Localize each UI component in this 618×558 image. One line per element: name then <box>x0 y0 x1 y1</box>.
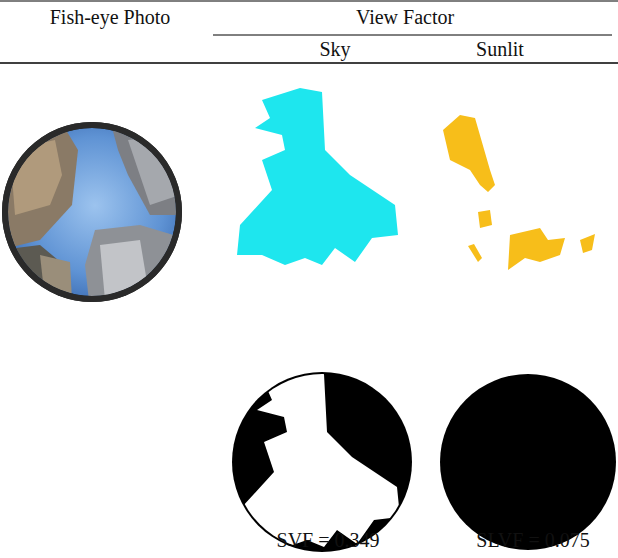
value-label: SLVF = 0.075 <box>476 529 589 551</box>
header-rule <box>0 62 618 64</box>
sunlit-mask <box>435 374 616 550</box>
group-header: View Factor <box>356 6 454 28</box>
sunlit-area <box>443 115 595 270</box>
sky-mask <box>232 370 412 552</box>
column-header: Sunlit <box>476 38 524 60</box>
column-header: Sky <box>319 38 350 60</box>
sky-area <box>237 88 398 265</box>
value-label: SVF = 0.349 <box>277 529 380 551</box>
header-rule <box>0 1 618 2</box>
column-header: Fish-eye Photo <box>50 6 171 28</box>
group-rule <box>213 35 612 36</box>
fisheye-photo <box>0 120 190 310</box>
